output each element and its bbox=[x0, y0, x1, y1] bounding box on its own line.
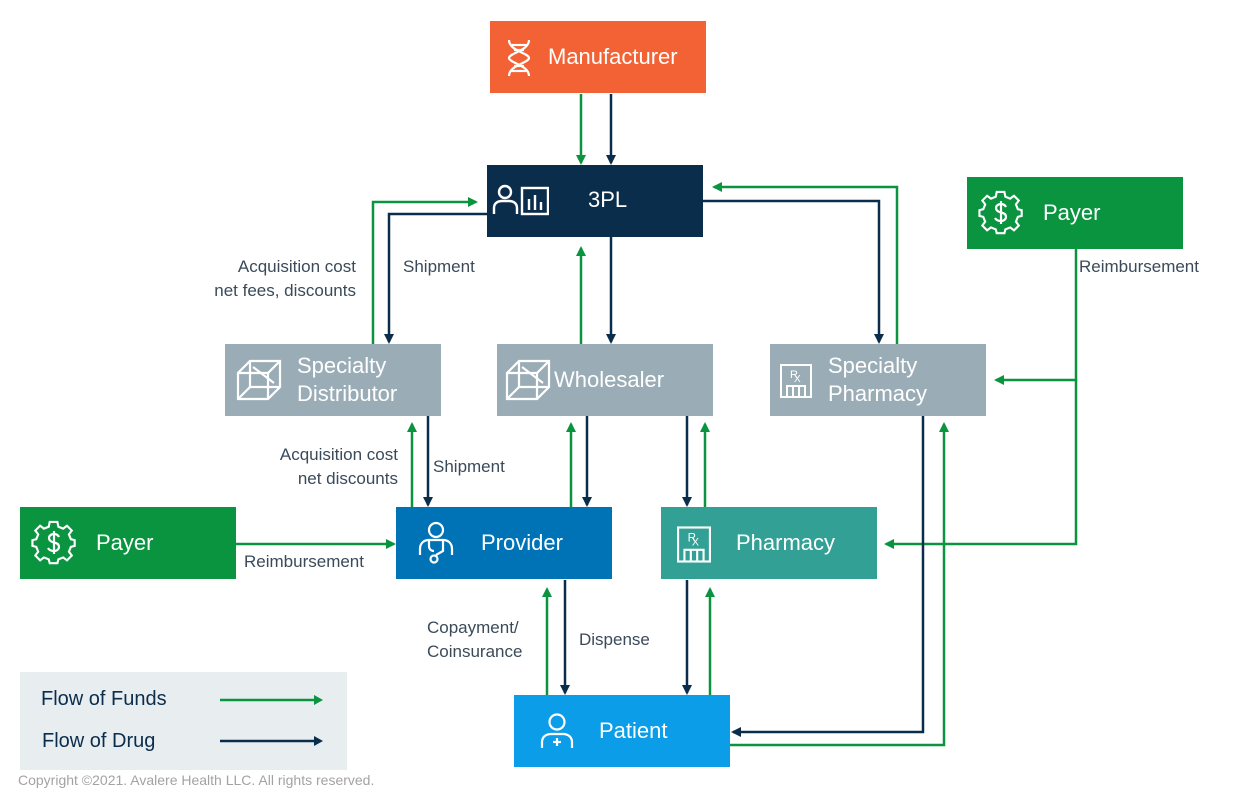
presenter-chart-icon bbox=[492, 184, 549, 216]
funds-patient-to-specialty-pharmacy bbox=[730, 422, 949, 747]
drug-3pl-to-distributor bbox=[384, 212, 487, 344]
doctor-stethoscope-icon bbox=[418, 521, 454, 564]
dna-icon bbox=[507, 39, 531, 77]
svg-text:X: X bbox=[794, 374, 801, 385]
legend-drug-arrow bbox=[220, 736, 323, 746]
specialty-distributor-node: Specialty Distributor bbox=[225, 344, 441, 416]
payer-left-label: Payer bbox=[96, 530, 154, 555]
provider-label: Provider bbox=[481, 530, 563, 555]
pharmacy-node: R X Pharmacy bbox=[661, 507, 877, 579]
svg-text:R: R bbox=[790, 369, 798, 381]
box-icon bbox=[505, 359, 551, 401]
payer-node-top: Payer bbox=[967, 177, 1183, 249]
legend-funds-arrow bbox=[220, 695, 323, 705]
pharmacy-label: Pharmacy bbox=[736, 530, 836, 555]
copyright-notice: Copyright ©2021. Avalere Health LLC. All… bbox=[18, 772, 375, 788]
3pl-node: 3PL bbox=[487, 165, 703, 237]
flow-label-shipment-distributor: Shipment bbox=[403, 257, 475, 276]
flow-label-acquisition-cost-discounts: Acquisition cost net discounts bbox=[279, 445, 398, 488]
flow-label-reimbursement-left: Reimbursement bbox=[244, 552, 364, 571]
funds-specialty-pharmacy-to-3pl bbox=[712, 182, 899, 344]
provider-node: Provider bbox=[396, 507, 612, 579]
svg-text:X: X bbox=[692, 537, 699, 549]
specialty-distributor-label: Specialty Distributor bbox=[297, 353, 398, 406]
patient-node: Patient bbox=[514, 695, 730, 767]
flow-label-reimbursement-top: Reimbursement bbox=[1079, 257, 1199, 276]
rx-pharmacy-icon: R X bbox=[677, 526, 711, 563]
drug-3pl-to-specialty-pharmacy bbox=[703, 199, 884, 344]
flow-label-acquisition-cost-fees: Acquisition cost net fees, discounts bbox=[214, 257, 356, 300]
drug-specialty-pharmacy-to-patient bbox=[731, 415, 925, 737]
funds-distributor-to-3pl bbox=[371, 197, 478, 344]
payer-top-label: Payer bbox=[1043, 200, 1101, 225]
svg-text:R: R bbox=[688, 531, 696, 544]
patient-icon bbox=[540, 713, 574, 748]
box-icon bbox=[236, 359, 282, 401]
legend: Flow of Funds Flow of Drug bbox=[20, 672, 347, 770]
legend-funds-label: Flow of Funds bbox=[41, 688, 167, 710]
payer-node-left: Payer bbox=[20, 507, 236, 579]
manufacturer-node: Manufacturer bbox=[490, 21, 706, 93]
specialty-pharmacy-node: R X Specialty Pharmacy bbox=[770, 344, 986, 416]
dollar-gear-icon bbox=[31, 520, 76, 565]
specialty-pharmacy-label: Specialty Pharmacy bbox=[828, 353, 928, 406]
flow-label-shipment-provider: Shipment bbox=[433, 457, 505, 476]
legend-drug-label: Flow of Drug bbox=[42, 730, 156, 752]
flow-label-copayment: Copayment/ Coinsurance bbox=[427, 618, 523, 661]
funds-payer-to-specialty-pharmacy bbox=[994, 249, 1078, 385]
patient-label: Patient bbox=[599, 718, 668, 743]
dollar-gear-icon bbox=[978, 190, 1023, 235]
manufacturer-label: Manufacturer bbox=[548, 44, 678, 69]
rx-pharmacy-icon: R X bbox=[780, 364, 812, 398]
3pl-label: 3PL bbox=[588, 187, 628, 212]
wholesaler-label: Wholesaler bbox=[554, 367, 665, 392]
flow-label-dispense: Dispense bbox=[579, 630, 650, 649]
funds-payer-to-pharmacy bbox=[884, 380, 1078, 549]
wholesaler-node: Wholesaler bbox=[497, 344, 713, 416]
